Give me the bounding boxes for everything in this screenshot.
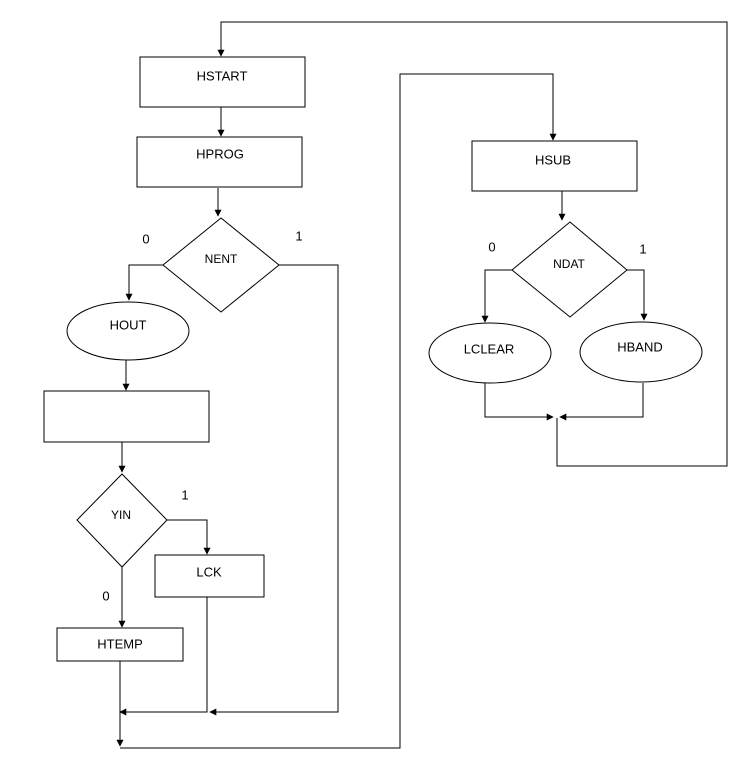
node-hstart: HSTART [139, 56, 306, 108]
decision-ndat-label: NDAT [553, 257, 585, 271]
decision-ndat: NDAT [511, 221, 628, 318]
node-lck-label: LCK [196, 565, 222, 580]
node-blank [43, 390, 210, 443]
node-hout-label: HOUT [110, 318, 147, 333]
branch-label-nent-1: 1 [295, 229, 302, 244]
node-hprog: HPROG [136, 136, 303, 188]
node-hsub: HSUB [471, 140, 638, 192]
branch-label-nent-0: 0 [142, 232, 149, 247]
node-hsub-label: HSUB [535, 153, 571, 168]
node-hprog-label: HPROG [196, 147, 244, 162]
edge-junction-hsub [120, 73, 557, 749]
edge-yin-lck [167, 519, 211, 555]
decision-yin: YIN [76, 473, 168, 568]
edge-loop-to-hstart [217, 21, 728, 467]
node-lclear-label: LCLEAR [464, 342, 515, 357]
node-htemp: HTEMP [56, 627, 184, 662]
branch-label-ndat-0: 0 [488, 240, 495, 255]
decision-nent-label: NENT [205, 252, 238, 266]
edge-nent-hout [125, 264, 163, 301]
edge-lck-merge [119, 597, 208, 716]
node-lclear: LCLEAR [428, 322, 552, 384]
node-hstart-label: HSTART [197, 69, 248, 84]
node-hout: HOUT [66, 301, 190, 361]
edge-ndat-lclear [481, 269, 512, 323]
edge-hband-join [559, 383, 644, 421]
branch-label-ndat-1: 1 [639, 242, 646, 257]
edge-nent-merge [209, 264, 339, 716]
branch-label-yin-1: 1 [181, 488, 188, 503]
decision-nent: NENT [162, 217, 280, 313]
branch-label-yin-0: 0 [102, 589, 109, 604]
edge-lclear-join [484, 383, 554, 421]
node-hband: HBAND [579, 321, 703, 383]
node-htemp-label: HTEMP [97, 637, 143, 652]
node-lck: LCK [154, 554, 265, 598]
node-hband-label: HBAND [617, 340, 663, 355]
decision-yin-label: YIN [111, 508, 131, 522]
edge-ndat-hband [627, 269, 648, 321]
